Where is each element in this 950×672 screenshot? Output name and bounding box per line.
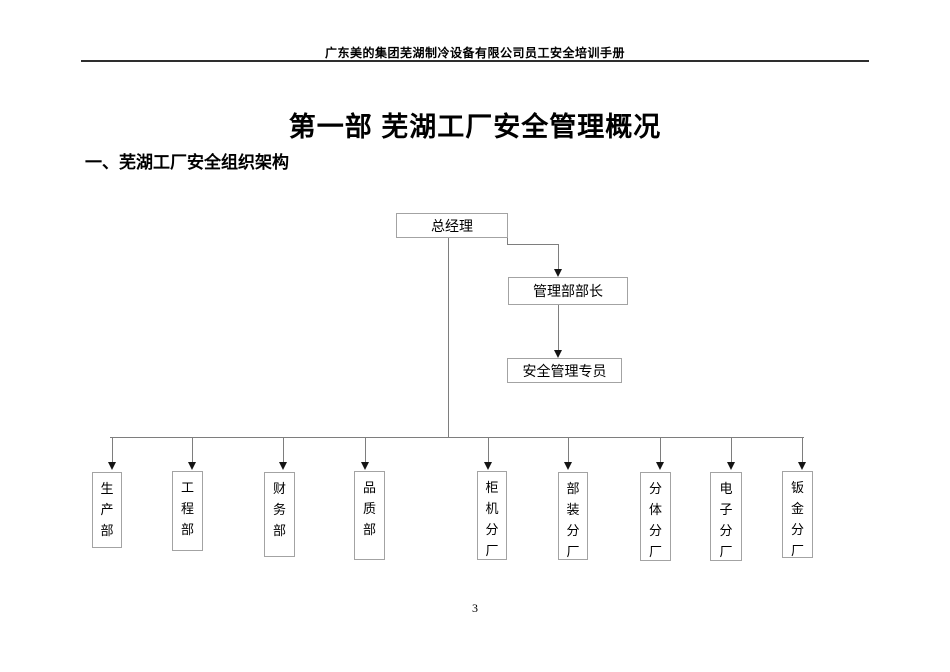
connector-branch-v2 bbox=[558, 244, 559, 270]
connector-drop bbox=[802, 437, 803, 463]
connector-drop bbox=[192, 437, 193, 463]
arrow-down-icon bbox=[727, 462, 735, 470]
dept-label: 部装分厂 bbox=[566, 481, 580, 559]
org-box-general-manager: 总经理 bbox=[396, 213, 508, 238]
dept-label: 分体分厂 bbox=[648, 481, 662, 559]
org-box-dept-engineering: 工程部 bbox=[172, 471, 203, 551]
connector-trunk bbox=[448, 238, 449, 437]
arrow-down-icon bbox=[279, 462, 287, 470]
arrow-down-icon bbox=[108, 462, 116, 470]
section-heading: 一、芜湖工厂安全组织架构 bbox=[85, 153, 289, 172]
connector-drop bbox=[365, 437, 366, 463]
connector-distribution bbox=[110, 437, 804, 438]
arrow-down-icon bbox=[361, 462, 369, 470]
org-box-safety-specialist: 安全管理专员 bbox=[507, 358, 622, 383]
dept-label: 品质部 bbox=[362, 480, 376, 537]
connector-branch-v1 bbox=[507, 238, 508, 245]
connector-drop bbox=[660, 437, 661, 463]
dept-label: 钣金分厂 bbox=[790, 480, 804, 558]
org-box-label: 管理部部长 bbox=[533, 285, 603, 300]
dept-label: 电子分厂 bbox=[719, 481, 733, 559]
header-rule bbox=[81, 60, 869, 62]
org-box-label: 安全管理专员 bbox=[522, 364, 607, 380]
connector-drop bbox=[568, 437, 569, 463]
dept-label: 柜机分厂 bbox=[485, 480, 499, 558]
arrow-down-icon bbox=[188, 462, 196, 470]
arrow-down-icon bbox=[656, 462, 664, 470]
org-box-dept-cabinet-branch: 柜机分厂 bbox=[477, 471, 507, 560]
arrow-down-icon bbox=[484, 462, 492, 470]
connector-drop bbox=[112, 437, 113, 463]
document-title: 第一部 芜湖工厂安全管理概况 bbox=[288, 112, 662, 142]
arrow-down-icon bbox=[564, 462, 572, 470]
connector-drop bbox=[731, 437, 732, 463]
arrow-down-icon bbox=[798, 462, 806, 470]
header-title: 广东美的集团芜湖制冷设备有限公司员工安全培训手册 bbox=[324, 46, 625, 60]
org-box-dept-quality: 品质部 bbox=[354, 471, 385, 560]
org-box-dept-split-branch: 分体分厂 bbox=[640, 472, 671, 561]
page-number: 3 bbox=[472, 601, 478, 615]
connector-drop bbox=[488, 437, 489, 463]
connector-drop bbox=[283, 437, 284, 463]
arrow-down-icon bbox=[554, 269, 562, 277]
connector-manager-to-specialist bbox=[558, 305, 559, 351]
org-box-dept-sheetmetal-branch: 钣金分厂 bbox=[782, 471, 813, 558]
org-box-dept-production: 生产部 bbox=[92, 472, 122, 548]
org-box-label: 总经理 bbox=[431, 219, 473, 235]
org-box-dept-electronics-branch: 电子分厂 bbox=[710, 472, 742, 561]
dept-label: 生产部 bbox=[100, 481, 114, 538]
connector-branch-h bbox=[507, 244, 559, 245]
org-box-management-dept-head: 管理部部长 bbox=[508, 277, 628, 305]
arrow-down-icon bbox=[554, 350, 562, 358]
org-box-dept-assembly-branch: 部装分厂 bbox=[558, 472, 588, 560]
dept-label: 财务部 bbox=[272, 481, 286, 538]
dept-label: 工程部 bbox=[180, 480, 194, 537]
org-box-dept-finance: 财务部 bbox=[264, 472, 295, 557]
